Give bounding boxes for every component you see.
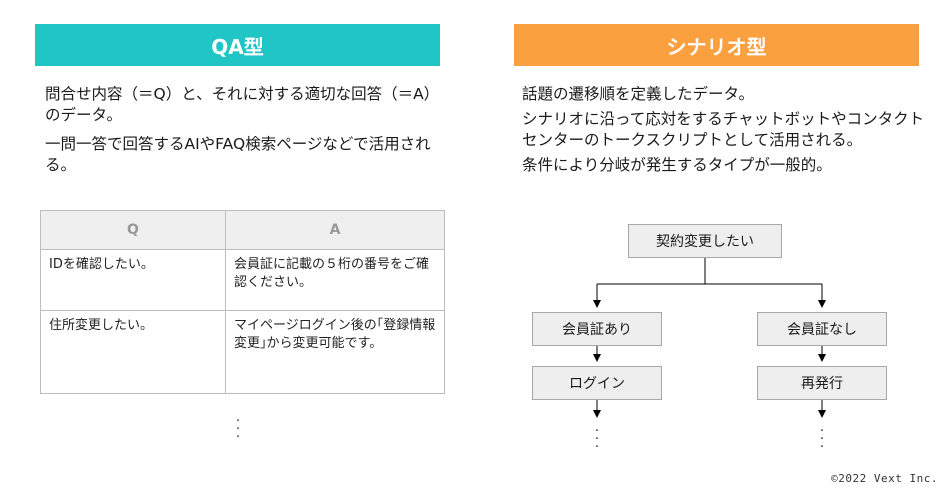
table-row: IDを確認したい。 会員証に記載の５桁の番号をご確認ください。 <box>40 249 445 311</box>
flow-node-login: ログイン <box>532 366 662 400</box>
flow-node-root: 契約変更したい <box>628 224 782 258</box>
qa-cell-answer: マイページログイン後の｢登録情報変更｣から変更可能です。 <box>225 310 445 394</box>
copyright: ©2022 Vext Inc. <box>831 472 938 485</box>
scenario-description-line-1: 話題の遷移順を定義したデータ。 <box>522 85 755 103</box>
scenario-description: 話題の遷移順を定義したデータ。 シナリオに沿って応対をするチャットボットやコンタ… <box>522 84 927 180</box>
flow-node-member-card-no: 会員証なし <box>757 312 887 346</box>
qa-description: 問合せ内容（＝Q）と、それに対する適切な回答（＝A）のデータ。 一問一答で回答す… <box>45 84 445 184</box>
flow-continuation-dots-right: ··· <box>819 424 825 455</box>
qa-cell-question: 住所変更したい。 <box>40 310 226 394</box>
qa-table-header-row: Q A <box>40 210 445 250</box>
flow-continuation-dots-left: ··· <box>594 424 600 455</box>
qa-description-line-2: 一問一答で回答するAIやFAQ検索ページなどで活用される。 <box>45 135 431 174</box>
qa-continuation-dots: ··· <box>235 414 241 445</box>
qa-table: Q A IDを確認したい。 会員証に記載の５桁の番号をご確認ください。 住所変更… <box>40 210 445 394</box>
qa-cell-answer: 会員証に記載の５桁の番号をご確認ください。 <box>225 249 445 311</box>
qa-table-header-a: A <box>225 210 445 250</box>
flow-node-member-card-yes: 会員証あり <box>532 312 662 346</box>
scenario-description-line-3: 条件により分岐が発生するタイプが一般的。 <box>522 156 832 174</box>
qa-type-header: QA型 <box>35 24 440 66</box>
qa-table-header-q: Q <box>40 210 226 250</box>
scenario-description-line-2: シナリオに沿って応対をするチャットボットやコンタクトセンターのトークスクリプトと… <box>522 110 925 149</box>
qa-cell-question: IDを確認したい。 <box>40 249 226 311</box>
table-row: 住所変更したい。 マイページログイン後の｢登録情報変更｣から変更可能です。 <box>40 310 445 394</box>
scenario-type-header: シナリオ型 <box>514 24 919 66</box>
flow-node-reissue: 再発行 <box>757 366 887 400</box>
qa-description-line-1: 問合せ内容（＝Q）と、それに対する適切な回答（＝A）のデータ。 <box>45 85 440 124</box>
